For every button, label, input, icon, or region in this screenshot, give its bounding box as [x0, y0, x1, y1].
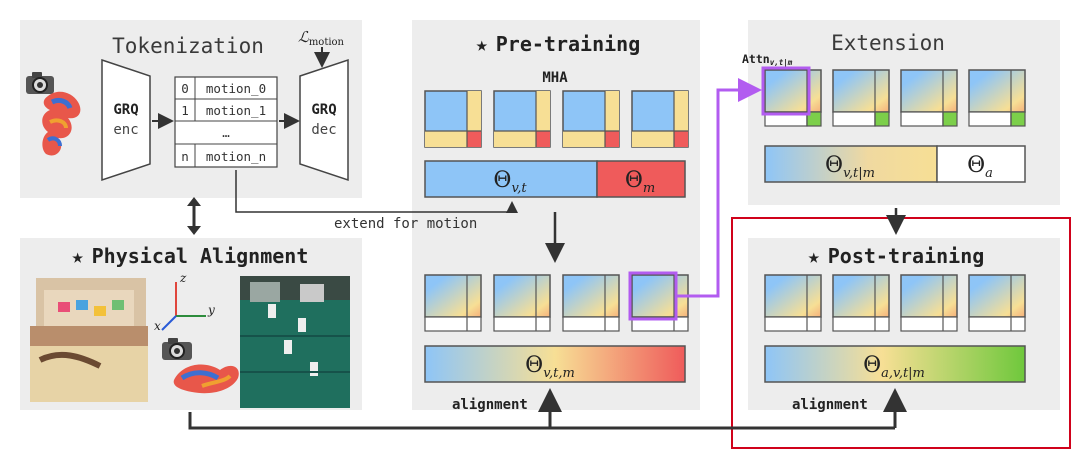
axis-z-label: z	[179, 271, 187, 285]
encoder-label: enc	[113, 122, 138, 138]
posttraining-alignment-label: alignment	[792, 397, 868, 413]
theta-vt-label: Θv,t	[493, 168, 527, 196]
attn-target-highlight	[761, 66, 811, 116]
mha-label: MHA	[542, 70, 568, 86]
decoder-label: dec	[311, 122, 336, 138]
extension-title: Extension	[831, 31, 945, 55]
extend-for-motion-label: extend for motion	[334, 216, 477, 232]
theta-m-bar	[596, 160, 686, 198]
aligned-head-1	[424, 274, 482, 332]
ext-head-1	[761, 66, 822, 127]
star-icon: ★	[808, 244, 820, 268]
pretraining-title: ★Pre-training	[476, 32, 641, 56]
theta-ext-vtm-bar	[764, 145, 938, 183]
robot-demo-photos	[240, 276, 350, 408]
codebook-token-1: motion_1	[206, 103, 266, 118]
theta-a-bar	[936, 145, 1026, 183]
decoder-label-bold: GRQ	[311, 102, 336, 118]
theta-vt-bar	[424, 160, 598, 198]
mha-head-1	[424, 90, 482, 148]
codebook-index-0: 0	[181, 81, 189, 96]
star-icon: ★	[72, 244, 84, 268]
mha-head-2	[493, 90, 551, 148]
camera-icon	[26, 72, 54, 94]
hand-mesh-icon	[42, 91, 81, 156]
codebook-token-n: motion_n	[206, 149, 266, 164]
physical-alignment-title: ★Physical Alignment	[72, 244, 309, 268]
pretraining-alignment-label: alignment	[452, 397, 528, 413]
theta-vtm-label: Θv,t,m	[525, 353, 575, 381]
codebook-token-0: motion_0	[206, 81, 266, 96]
post-head-1	[764, 274, 822, 332]
codebook-ellipsis: …	[222, 125, 230, 140]
theta-vtm-bar	[424, 345, 686, 383]
ext-head-2	[832, 69, 890, 127]
coordinate-axes-icon: z y x	[154, 271, 215, 333]
codebook-table: 0 motion_0 1 motion_1 … n motion_n	[174, 76, 278, 168]
post-head-4	[968, 274, 1026, 332]
attn-label: Attnv,t|m	[742, 52, 793, 68]
ext-head-4	[968, 69, 1026, 127]
aligned-head-2	[493, 274, 551, 332]
aligned-head-4	[628, 271, 689, 332]
human-demo-photos	[30, 278, 148, 402]
theta-avtm-label: Θa,v,t|m	[863, 353, 925, 381]
theta-a-label: Θa	[967, 153, 993, 181]
codebook-index-n: n	[181, 149, 189, 164]
mha-head-3	[562, 90, 620, 148]
post-head-3	[900, 274, 958, 332]
codebook-index-1: 1	[181, 103, 189, 118]
post-head-2	[832, 274, 890, 332]
ext-head-3	[900, 69, 958, 127]
hand-mesh-icon	[173, 364, 239, 394]
grq-decoder	[299, 58, 349, 182]
attn-transfer-connector	[676, 78, 762, 298]
loss-label: ℒmotion	[298, 28, 345, 48]
encoder-label-bold: GRQ	[113, 102, 138, 118]
star-icon: ★	[476, 32, 488, 56]
tokenization-title: Tokenization	[112, 34, 264, 58]
posttraining-title: ★Post-training	[808, 244, 985, 268]
axis-y-label: y	[207, 303, 215, 317]
theta-ext-vtm-label: Θv,t|m	[825, 153, 875, 181]
camera-icon	[162, 338, 192, 360]
alignment-bus-line	[188, 412, 895, 430]
theta-m-label: Θm	[625, 168, 655, 196]
axis-x-label: x	[154, 319, 161, 333]
aligned-head-3	[562, 274, 620, 332]
extend-for-motion-connector	[235, 170, 518, 213]
theta-avtm-bar	[764, 345, 1026, 383]
mha-head-4	[631, 90, 689, 148]
grq-encoder	[101, 58, 151, 182]
